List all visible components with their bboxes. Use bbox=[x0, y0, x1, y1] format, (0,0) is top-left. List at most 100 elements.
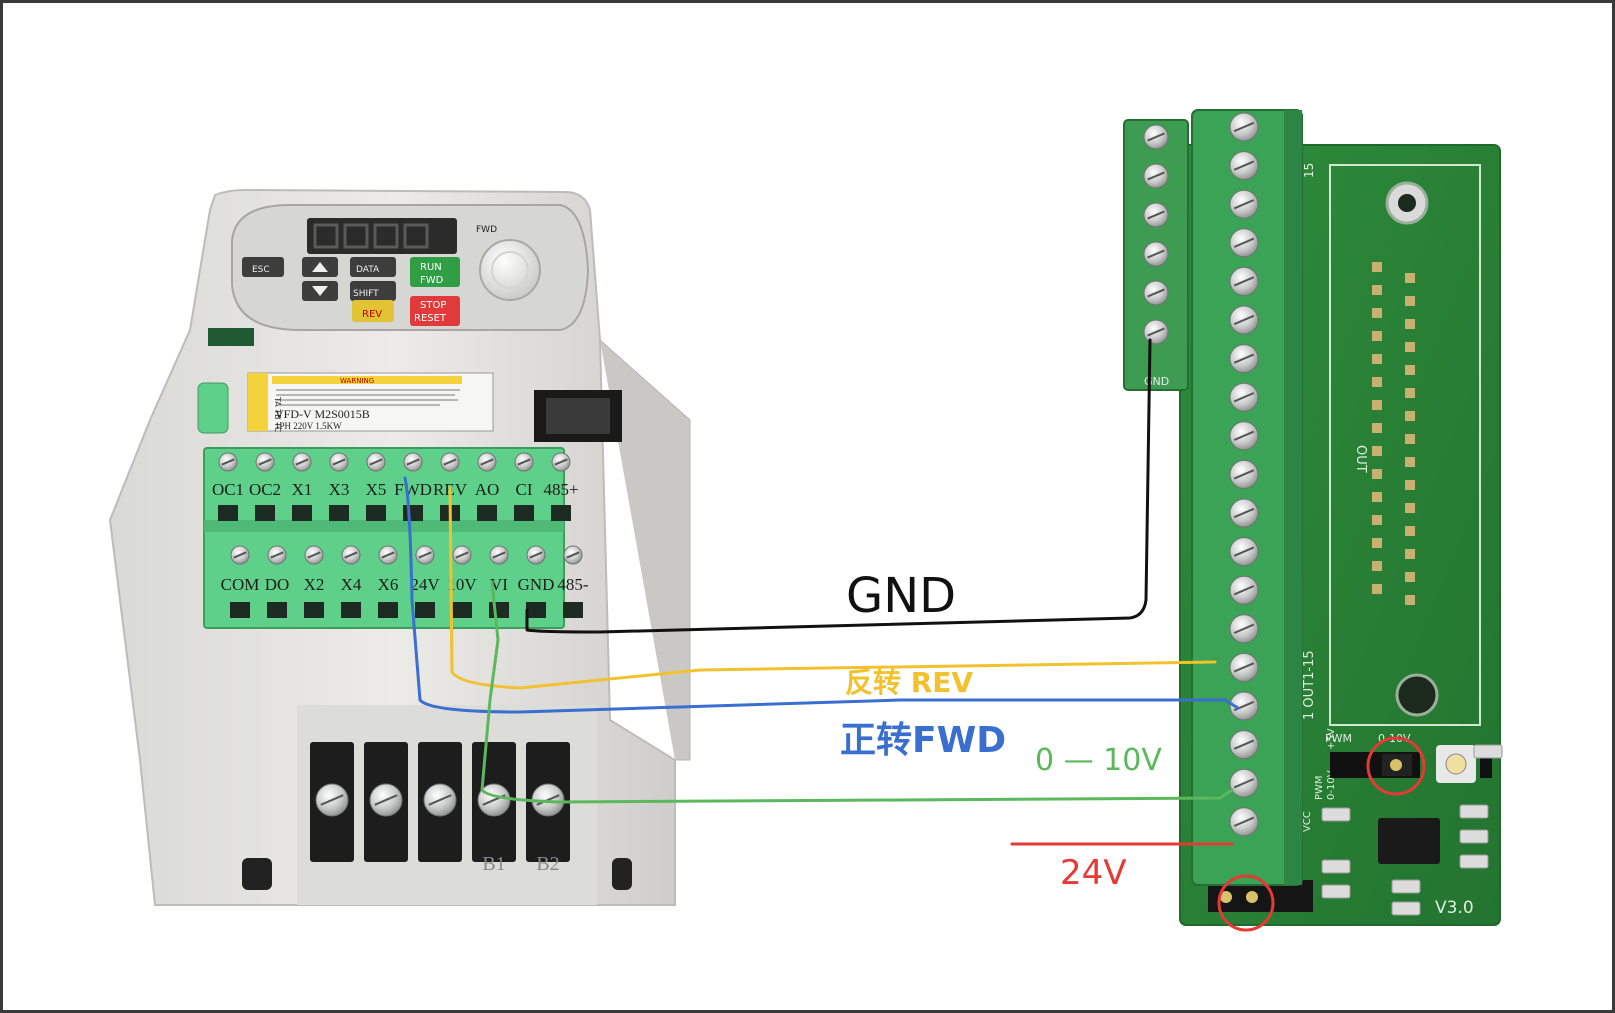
highlight-circle-jumper bbox=[1366, 736, 1426, 796]
terminal-hole-bottom bbox=[267, 602, 287, 618]
terminal-screw-bottom[interactable] bbox=[415, 545, 435, 565]
io-strip-screw[interactable] bbox=[1229, 652, 1259, 682]
io-strip-screw[interactable] bbox=[1229, 498, 1259, 528]
io-strip-screw[interactable] bbox=[1229, 614, 1259, 644]
terminal-screw-top[interactable] bbox=[218, 452, 238, 472]
io-strip-screw[interactable] bbox=[1229, 344, 1259, 374]
terminal-screw-bottom[interactable] bbox=[489, 545, 509, 565]
header-pin bbox=[1405, 273, 1415, 283]
plus5v-label: +5V bbox=[1326, 728, 1337, 750]
smd-part bbox=[1391, 879, 1421, 894]
header-pin bbox=[1372, 515, 1382, 525]
power-terminal-screw[interactable] bbox=[423, 783, 457, 817]
terminal-screw-top[interactable] bbox=[255, 452, 275, 472]
terminal-hole-bottom bbox=[415, 602, 435, 618]
power-terminal-screw[interactable] bbox=[531, 783, 565, 817]
rev-key[interactable] bbox=[352, 300, 394, 322]
gnd-strip-screw[interactable] bbox=[1143, 202, 1169, 228]
power-terminal-screw[interactable] bbox=[369, 783, 403, 817]
io-strip-screw[interactable] bbox=[1229, 382, 1259, 412]
terminal-screw-top[interactable] bbox=[477, 452, 497, 472]
header-pin bbox=[1405, 549, 1415, 559]
mount-slot-right bbox=[612, 858, 632, 890]
terminal-label-bottom: X2 bbox=[304, 575, 325, 594]
potentiometer-knob[interactable] bbox=[479, 239, 541, 301]
io-strip-screw[interactable] bbox=[1229, 807, 1259, 837]
rev-wire bbox=[448, 486, 1217, 690]
warning-title: WARNING bbox=[340, 377, 374, 385]
terminal-screw-top[interactable] bbox=[551, 452, 571, 472]
io-strip-screw[interactable] bbox=[1229, 537, 1259, 567]
power-terminal-screw[interactable] bbox=[315, 783, 349, 817]
gnd-strip-screw[interactable] bbox=[1143, 280, 1169, 306]
pin-15-label: 15 bbox=[1302, 163, 1316, 178]
terminal-label-top: FWD bbox=[394, 480, 432, 499]
io-strip-screw[interactable] bbox=[1229, 421, 1259, 451]
terminal-screw-bottom[interactable] bbox=[378, 545, 398, 565]
esc-key[interactable] bbox=[242, 257, 284, 277]
io-strip-screw[interactable] bbox=[1229, 189, 1259, 219]
data-key[interactable] bbox=[350, 257, 396, 277]
out-range-label: 1 OUT1-15 bbox=[1302, 650, 1317, 720]
terminal-screw-bottom[interactable] bbox=[304, 545, 324, 565]
io-strip-screw[interactable] bbox=[1229, 112, 1259, 142]
io-strip-screw[interactable] bbox=[1229, 305, 1259, 335]
pwm-label: PWM bbox=[1325, 732, 1352, 745]
header-pin bbox=[1405, 480, 1415, 490]
stop-reset-key[interactable] bbox=[410, 296, 460, 326]
io-strip-screw[interactable] bbox=[1229, 768, 1259, 798]
mount-hole-bottom bbox=[1395, 673, 1439, 717]
terminal-label-bottom: X6 bbox=[378, 575, 399, 594]
terminal-screw-top[interactable] bbox=[514, 452, 534, 472]
terminal-screw-top[interactable] bbox=[366, 452, 386, 472]
terminal-label-top: OC2 bbox=[249, 480, 281, 499]
terminal-screw-top[interactable] bbox=[329, 452, 349, 472]
fwd-wire bbox=[403, 476, 1240, 714]
io-strip-screw[interactable] bbox=[1229, 691, 1259, 721]
terminal-screw-bottom[interactable] bbox=[452, 545, 472, 565]
terminal-label-top: OC1 bbox=[212, 480, 244, 499]
io-strip-screw[interactable] bbox=[1229, 575, 1259, 605]
terminal-screw-top[interactable] bbox=[292, 452, 312, 472]
terminal-screw-top[interactable] bbox=[440, 452, 460, 472]
io-strip-screw[interactable] bbox=[1229, 459, 1259, 489]
mount-slot-left bbox=[242, 858, 272, 890]
terminal-screw-top[interactable] bbox=[403, 452, 423, 472]
run-fwd-key[interactable] bbox=[410, 257, 460, 287]
power-annotation: 24V bbox=[1060, 853, 1127, 893]
header-pin bbox=[1405, 388, 1415, 398]
io-strip-screw[interactable] bbox=[1229, 266, 1259, 296]
io-strip-screw[interactable] bbox=[1229, 730, 1259, 760]
header-pin bbox=[1372, 354, 1382, 364]
gnd-strip-screw[interactable] bbox=[1143, 124, 1169, 150]
terminal-screw-bottom[interactable] bbox=[267, 545, 287, 565]
terminal-label-bottom: DO bbox=[265, 575, 290, 594]
gnd-strip-screw[interactable] bbox=[1143, 319, 1169, 345]
terminal-hole-bottom bbox=[526, 602, 546, 618]
terminal-screw-bottom[interactable] bbox=[526, 545, 546, 565]
io-strip-screw[interactable] bbox=[1229, 151, 1259, 181]
power-terminal-label: B1 bbox=[482, 853, 505, 875]
terminal-label-bottom: COM bbox=[221, 575, 260, 594]
header-pin bbox=[1405, 434, 1415, 444]
terminal-hole-top bbox=[218, 505, 238, 521]
terminal-screw-bottom[interactable] bbox=[563, 545, 583, 565]
header-pin bbox=[1372, 561, 1382, 571]
fwd-key-label: FWD bbox=[420, 275, 444, 286]
shift-key[interactable] bbox=[350, 281, 396, 301]
io-strip-screw[interactable] bbox=[1229, 228, 1259, 258]
gnd-strip-screw[interactable] bbox=[1143, 163, 1169, 189]
terminal-hole-bottom bbox=[341, 602, 361, 618]
header-pin bbox=[1372, 400, 1382, 410]
gnd-annotation: GND bbox=[846, 568, 956, 624]
gnd-strip-screw[interactable] bbox=[1143, 241, 1169, 267]
run-key-label: RUN bbox=[420, 262, 442, 273]
terminal-screw-bottom[interactable] bbox=[341, 545, 361, 565]
smd-part bbox=[1459, 829, 1489, 844]
header-pin bbox=[1405, 595, 1415, 605]
header-pin bbox=[1372, 331, 1382, 341]
smd-part bbox=[1391, 901, 1421, 916]
terminal-screw-bottom[interactable] bbox=[230, 545, 250, 565]
